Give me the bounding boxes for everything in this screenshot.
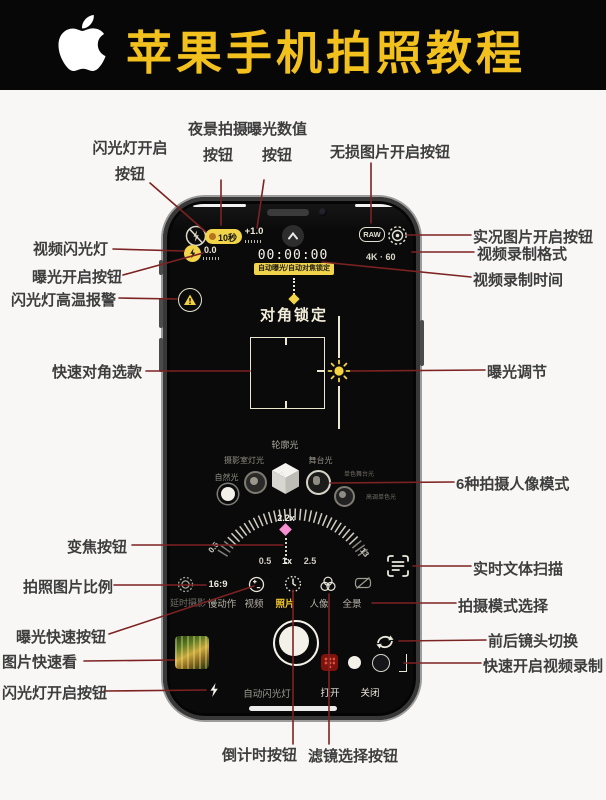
- callout-quick-video: 快速开启视频录制: [483, 658, 604, 675]
- portrait-natural-ball[interactable]: [221, 487, 235, 501]
- raw-off-icon[interactable]: [354, 576, 372, 590]
- exposure-slider-track-top[interactable]: [338, 316, 340, 358]
- portrait-mode-natural[interactable]: 自然光: [214, 473, 239, 482]
- night-mode-button[interactable]: 10秒: [205, 229, 242, 244]
- timer-icon[interactable]: [284, 575, 302, 593]
- raw-button[interactable]: RAW: [359, 227, 385, 242]
- callout-timer: 倒计时按钮: [222, 747, 298, 764]
- chevron-up-icon: [288, 231, 298, 240]
- callout-ratio: 拍照图片比例: [23, 579, 114, 596]
- flash-menu-bolt-icon[interactable]: [207, 682, 221, 698]
- zoom-dial[interactable]: [170, 204, 413, 713]
- callout-portrait-modes: 6种拍摄人像模式: [456, 476, 570, 493]
- exposure-slider-track-bottom[interactable]: [338, 386, 340, 429]
- photo-thumbnail[interactable]: [175, 636, 209, 669]
- filter-selected-button[interactable]: [321, 654, 338, 671]
- live-photo-small-icon[interactable]: [177, 576, 194, 593]
- callout-exposure-quick: 曝光快速按钮: [16, 629, 107, 646]
- focus-dotted-line: [293, 278, 295, 295]
- apple-logo-icon: [58, 15, 106, 71]
- status-strip-right: [355, 204, 403, 207]
- warning-triangle-icon: [184, 294, 196, 305]
- mode-timelapse[interactable]: 延时摄影: [170, 598, 207, 608]
- exposure-value-button[interactable]: +1.0: [244, 226, 264, 237]
- camera-flip-icon[interactable]: [373, 630, 397, 654]
- callout-flash-open-btn: 闪光灯开启按钮: [2, 685, 108, 702]
- exposure-bias-value[interactable]: 0.0: [204, 245, 217, 255]
- earpiece-speaker: [267, 209, 309, 216]
- portrait-mode-high-key-mono[interactable]: 高调单色光: [365, 495, 396, 501]
- record-time: 00:00:00: [257, 248, 329, 263]
- camera-app-screen: 10秒 +1.0 RAW 0.0 00:00:00 4K · 60 自动曝光/自…: [170, 204, 413, 713]
- exposure-value-scale: [245, 240, 262, 243]
- volume-up-button: [159, 298, 163, 328]
- callout-flash-temp: 闪光灯高温报警: [11, 292, 117, 309]
- callout-video-format: 视频录制格式: [477, 246, 568, 263]
- exposure-sun-icon[interactable]: [327, 359, 351, 383]
- callout-camera-flip: 前后镜头切换: [488, 633, 579, 650]
- shutter-button[interactable]: [273, 620, 319, 666]
- live-text-scan-icon[interactable]: [385, 553, 411, 579]
- home-indicator[interactable]: [249, 706, 337, 711]
- diagonal-lock-text: 对角锁定: [259, 307, 328, 324]
- exposure-adjust-icon[interactable]: [248, 576, 265, 593]
- mode-slomo[interactable]: 慢动作: [207, 599, 237, 610]
- status-strip-left: [193, 204, 246, 207]
- flash-menu-auto[interactable]: 自动闪光灯: [243, 689, 291, 700]
- callout-exposure-on: 曝光开启按钮: [32, 269, 123, 286]
- portrait-cube-icon[interactable]: [269, 461, 302, 496]
- zoom-current-value: 2.2x: [277, 513, 295, 523]
- flash-temp-warning-button[interactable]: [178, 288, 202, 312]
- zoom-preset-25[interactable]: 2.5: [303, 556, 317, 566]
- chevron-up-button[interactable]: [282, 225, 304, 247]
- callout-filter: 滤镜选择按钮: [308, 748, 399, 765]
- volume-down-button: [159, 338, 163, 372]
- mode-pano[interactable]: 全景: [342, 599, 362, 610]
- front-camera: [319, 208, 327, 216]
- callout-quick-diagonal: 快速对角选款: [52, 364, 143, 381]
- header-bar: 苹果手机拍照教程: [0, 0, 606, 90]
- mode-portrait[interactable]: 人像: [309, 599, 329, 610]
- flash-menu-off[interactable]: 关闭: [360, 688, 380, 699]
- callout-zoom: 变焦按钮: [67, 539, 128, 556]
- callout-mode-select: 拍摄模式选择: [458, 598, 549, 615]
- callout-exposure-value: 曝光数值按钮: [246, 121, 307, 164]
- portrait-studio-ball[interactable]: [244, 471, 267, 494]
- power-button: [420, 320, 424, 366]
- callout-live-photo: 实况图片开启按钮: [473, 229, 594, 246]
- quick-video-record-mark[interactable]: [399, 654, 407, 672]
- focus-square: [250, 337, 325, 409]
- callout-text-scan: 实时文体扫描: [473, 561, 564, 578]
- filters-icon[interactable]: [319, 575, 337, 593]
- portrait-mono-ball[interactable]: [334, 486, 355, 507]
- callout-raw: 无损图片开启按钮: [330, 144, 451, 161]
- mute-switch: [159, 260, 163, 275]
- mode-photo-selected[interactable]: 照片: [275, 599, 295, 610]
- callout-flash-open: 闪光灯开启按钮: [92, 140, 168, 183]
- callout-exposure-adjust: 曝光调节: [487, 364, 548, 381]
- live-photo-icon[interactable]: [387, 225, 408, 246]
- portrait-mode-stage-mono[interactable]: 单色舞台光: [343, 472, 374, 478]
- filter-dot-active[interactable]: [348, 656, 361, 669]
- callout-photo-view: 图片快速看: [2, 654, 78, 671]
- page-title: 苹果手机拍照教程: [126, 27, 526, 79]
- zoom-preset-05[interactable]: 0.5: [258, 556, 272, 566]
- video-format: 4K · 60: [366, 252, 396, 262]
- zoom-preset-1x[interactable]: 1x: [281, 556, 292, 566]
- exposure-bias-scale: [203, 257, 221, 260]
- mode-video[interactable]: 视频: [244, 599, 264, 610]
- callout-video-time: 视频录制时间: [473, 272, 564, 289]
- callout-video-flash: 视频闪光灯: [33, 241, 109, 258]
- portrait-mode-stage[interactable]: 舞台光: [308, 456, 333, 465]
- filter-dot-inactive[interactable]: [372, 654, 390, 672]
- flash-menu-on[interactable]: 打开: [320, 688, 340, 699]
- callout-night-mode: 夜景拍摄按钮: [187, 121, 248, 164]
- portrait-mode-contour[interactable]: 轮廓光: [271, 440, 299, 450]
- zoom-marker-dotted-line: [285, 538, 287, 564]
- portrait-mode-studio[interactable]: 摄影室灯光: [224, 456, 264, 465]
- ae-af-lock-badge: 自动曝光/自动对焦锁定: [254, 263, 334, 275]
- aspect-ratio-button[interactable]: 16:9: [208, 579, 228, 590]
